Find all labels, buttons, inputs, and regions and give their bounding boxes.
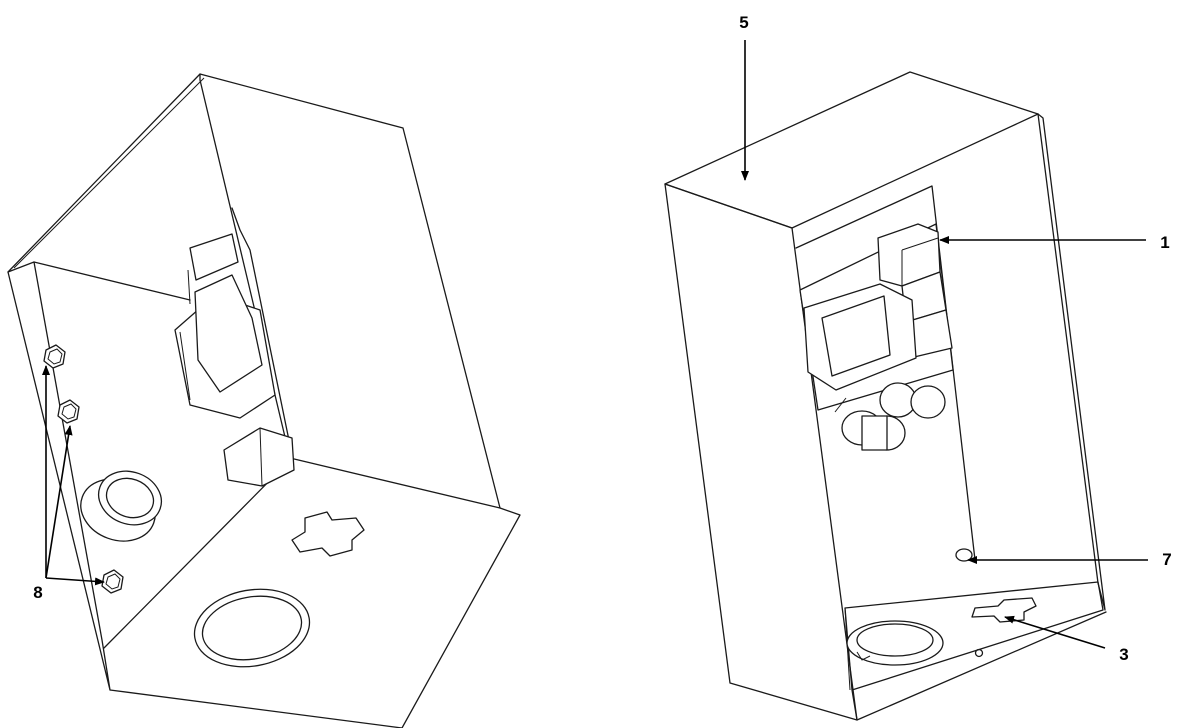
right-enclosure: [664, 71, 1107, 721]
callout-label-5: 5: [739, 13, 748, 32]
left-bottom-face: [109, 457, 521, 728]
right-bottom-lip: [844, 581, 1107, 721]
callout-5: 5: [739, 13, 749, 181]
callout-label-7: 7: [1162, 550, 1171, 569]
right-knockout-plate: [971, 597, 1037, 623]
callout-label-3: 3: [1119, 645, 1128, 664]
callout-7: 7: [967, 550, 1172, 569]
bottom-conduit-hole: [193, 588, 311, 668]
screw-hole: [974, 648, 984, 658]
side-conduit-fitting: [80, 470, 163, 542]
left-terminal-block: [223, 427, 295, 487]
callout-3: 3: [1004, 615, 1129, 664]
right-top-face: [664, 71, 1039, 229]
circuit-board: [799, 223, 954, 451]
hex-nut-1: [43, 344, 66, 369]
capacitors: [834, 382, 946, 451]
left-enclosure-outline: [7, 73, 501, 509]
leader-line-8c: [45, 577, 105, 586]
left-enclosure: [7, 73, 521, 728]
callout-1: 1: [939, 233, 1170, 252]
left-side-wall: [7, 261, 111, 691]
right-bottom-hole: [846, 620, 944, 666]
leader-line-8b: [45, 425, 73, 579]
knockout-plate: [291, 511, 365, 557]
callout-label-8: 8: [33, 583, 42, 602]
right-side-face: [664, 183, 858, 721]
hex-nut-2: [57, 399, 80, 424]
left-transformer: [174, 233, 276, 419]
callout-8: 8: [33, 365, 105, 602]
callout-label-1: 1: [1160, 233, 1169, 252]
leader-line-3: [1004, 615, 1106, 649]
hex-nut-3: [101, 569, 124, 594]
